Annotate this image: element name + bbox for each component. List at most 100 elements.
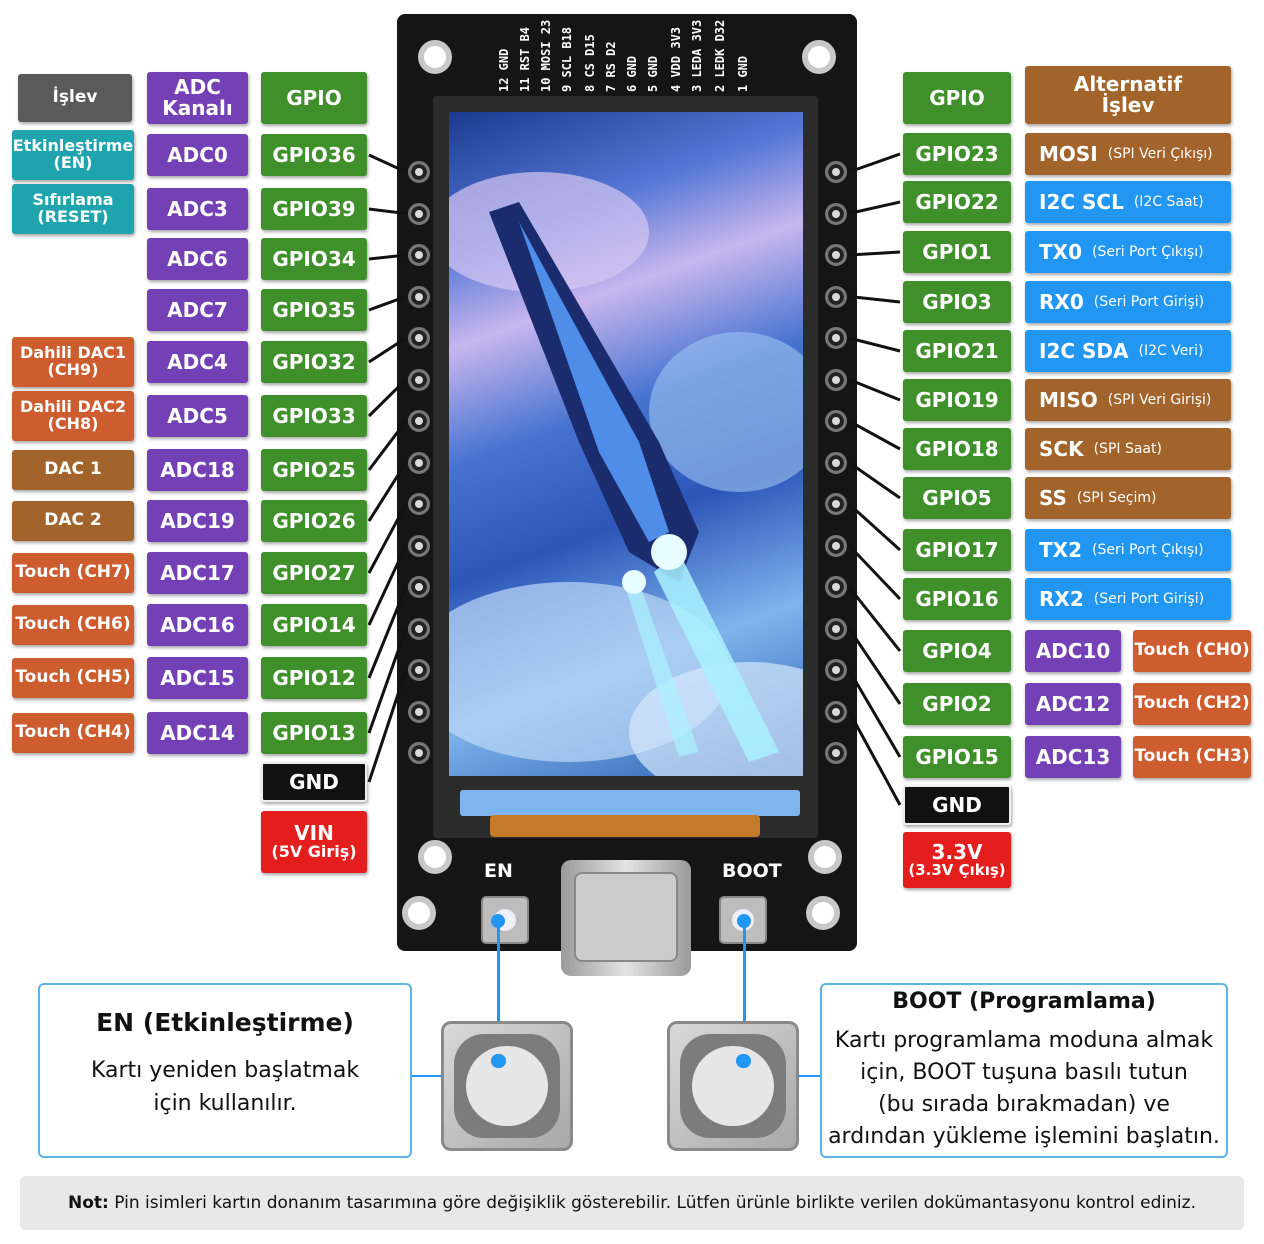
left-vin-label: VIN(5V Giriş) xyxy=(261,811,367,873)
mount-hole-bottom-right xyxy=(806,896,840,930)
note-text: Pin isimleri kartın donanım tasarımına g… xyxy=(108,1193,1196,1213)
right-alt-label: RX2(Seri Port Girişi) xyxy=(1025,578,1231,620)
left-func-line: Touch (CH6) xyxy=(15,614,131,635)
left-gpio-label: GPIO13 xyxy=(261,712,367,754)
left-func-label: Dahili DAC2(CH8) xyxy=(12,391,134,441)
header-pin-right xyxy=(825,700,847,723)
left-func-line: Etkinleştirme xyxy=(12,136,134,156)
right-gpio-label: GPIO17 xyxy=(903,529,1011,571)
left-func-line: Dahili DAC1 xyxy=(19,343,127,363)
right-gpio-label: GPIO21 xyxy=(903,330,1011,372)
right-alt-label: TX0(Seri Port Çıkışı) xyxy=(1025,231,1231,273)
left-func-line: Sıfırlama xyxy=(32,190,114,210)
header-pin-left xyxy=(408,161,430,183)
right-alt-label: I2C SDA(I2C Veri) xyxy=(1025,330,1231,372)
right-gpio-label: GPIO5 xyxy=(903,477,1011,519)
leader-line xyxy=(367,503,408,574)
right-alt-sub: (SPI Saat) xyxy=(1093,440,1162,457)
en-box-connector xyxy=(410,1075,442,1077)
right-alt-main: SS xyxy=(1039,485,1067,510)
mount-hole-top-right xyxy=(802,40,836,74)
left-gpio-label: GPIO36 xyxy=(261,134,367,176)
left-func-label: DAC 1 xyxy=(12,450,134,490)
leader-line xyxy=(848,419,901,451)
header-adc: ADC Kanalı xyxy=(147,72,248,124)
header-alt-l1: Alternatif xyxy=(1073,72,1183,96)
header-pin-right xyxy=(825,451,847,474)
right-alt-sub: (SPI Veri Girişi) xyxy=(1107,391,1212,408)
header-pin-right xyxy=(825,244,847,266)
en-info-line-1: Kartı yeniden başlatmak xyxy=(90,1058,360,1083)
right-gpio-label: GPIO1 xyxy=(903,231,1011,273)
left-gpio-label: GPIO34 xyxy=(261,238,367,280)
lcd-bottom-edge xyxy=(460,790,800,816)
header-pin-left xyxy=(408,659,430,681)
note-bar: Not: Pin isimleri kartın donanım tasarım… xyxy=(20,1176,1244,1230)
usb-c-socket xyxy=(574,872,678,962)
right-alt-sub: (SPI Veri Çıkışı) xyxy=(1107,145,1213,162)
leader-line xyxy=(848,336,901,353)
left-func-line: DAC 1 xyxy=(44,459,102,480)
vin-line-2: (5V Giriş) xyxy=(271,842,357,862)
left-adc-label: ADC16 xyxy=(147,604,248,646)
right-alt-label: MISO(SPI Veri Girişi) xyxy=(1025,379,1231,421)
left-func-line: DAC 2 xyxy=(44,510,102,531)
left-adc-label: ADC3 xyxy=(147,188,248,230)
left-func-line: (CH8) xyxy=(47,414,99,433)
right-gpio-label: GPIO23 xyxy=(903,133,1011,175)
header-pin-right xyxy=(825,493,847,515)
header-alt: Alternatif İşlev xyxy=(1025,66,1231,124)
header-pin-left xyxy=(408,742,430,764)
header-adc-l1: ADC xyxy=(174,75,221,99)
header-pin-left xyxy=(408,451,430,474)
mount-hole-top-left xyxy=(418,40,452,74)
right-gpio-label: GPIO19 xyxy=(903,379,1011,421)
left-func-line: Dahili DAC2 xyxy=(19,397,127,417)
leader-line xyxy=(368,253,407,261)
left-adc-label: ADC6 xyxy=(147,238,248,280)
right-alt-main: I2C SCL xyxy=(1039,189,1124,214)
boot-callout-line xyxy=(743,921,746,1056)
right-adc-label: ADC10 xyxy=(1025,630,1121,672)
right-gpio-label: GPIO3 xyxy=(903,281,1011,323)
boot-info-line-2: için, BOOT tuşuna basılı tutun xyxy=(860,1060,1188,1085)
right-alt-label: TX2(Seri Port Çıkışı) xyxy=(1025,529,1231,571)
leader-line xyxy=(367,461,408,522)
leader-line xyxy=(847,502,902,552)
left-gpio-label: GPIO12 xyxy=(261,657,367,699)
right-alt-main: TX2 xyxy=(1039,537,1082,562)
en-button[interactable] xyxy=(481,896,529,944)
leader-line xyxy=(848,250,901,257)
left-gpio-label: GPIO32 xyxy=(261,341,367,383)
header-pin-right xyxy=(825,659,847,681)
header-adc-l2: Kanalı xyxy=(162,96,233,120)
left-adc-label: ADC19 xyxy=(147,500,248,542)
v33-line-1: 3.3V xyxy=(931,839,983,864)
boot-box-connector xyxy=(798,1075,822,1077)
right-gpio-label: GPIO18 xyxy=(903,428,1011,470)
left-func-line: Touch (CH5) xyxy=(15,667,131,688)
en-button-zoom xyxy=(441,1021,573,1151)
left-func-label: DAC 2 xyxy=(12,501,134,541)
leader-line xyxy=(367,627,408,734)
header-func: İşlev xyxy=(18,74,132,122)
header-pin-right xyxy=(825,534,847,557)
right-alt-label: I2C SCL(I2C Saat) xyxy=(1025,181,1231,223)
left-adc-label: ADC4 xyxy=(147,341,248,383)
left-func-line: (RESET) xyxy=(37,207,109,226)
header-pin-left xyxy=(408,244,430,266)
header-pin-left xyxy=(408,700,430,723)
header-pin-right xyxy=(825,742,847,764)
right-alt-sub: (Seri Port Girişi) xyxy=(1093,590,1205,607)
mount-hole-mid-right xyxy=(808,840,842,874)
boot-info-box xyxy=(820,983,1228,1158)
left-func-label: Dahili DAC1(CH9) xyxy=(12,337,134,387)
leader-line xyxy=(847,586,902,652)
left-adc-label: ADC18 xyxy=(147,449,248,491)
left-gpio-label: GPIO39 xyxy=(261,188,367,230)
en-callout-dot xyxy=(491,914,505,928)
left-func-label: Etkinleştirme(EN) xyxy=(12,130,134,180)
boot-callout-dot xyxy=(737,914,751,928)
right-alt-label: SS(SPI Seçim) xyxy=(1025,477,1231,519)
left-func-label: Touch (CH6) xyxy=(12,605,134,645)
